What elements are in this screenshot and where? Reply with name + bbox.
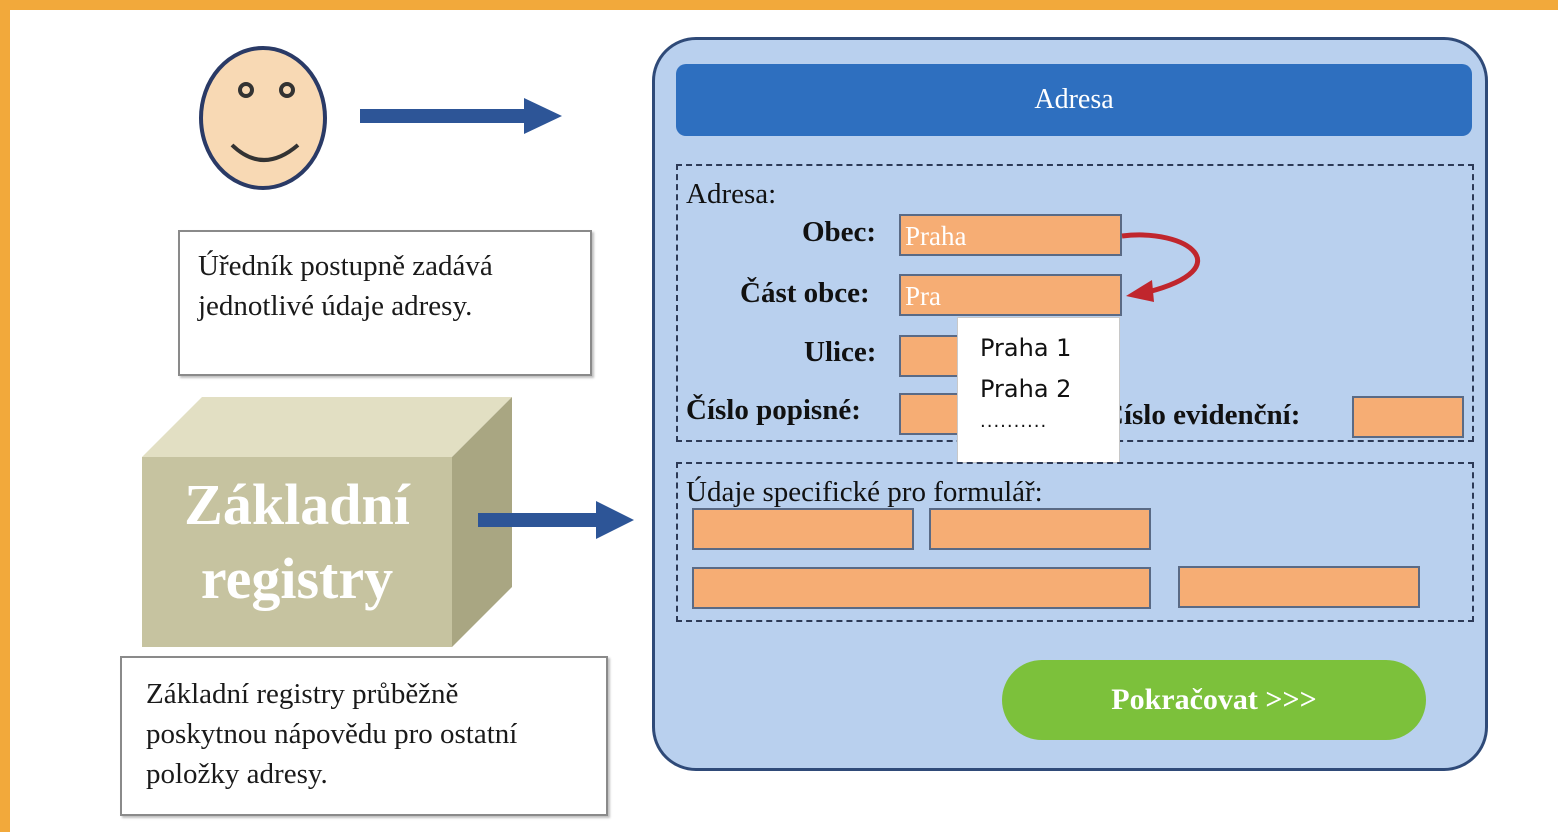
suggestion-item[interactable]: Praha 1 <box>980 334 1072 362</box>
continue-button[interactable]: Pokračovat >>> <box>1002 660 1426 740</box>
specific-field[interactable] <box>929 508 1151 550</box>
obec-field[interactable]: Praha <box>899 214 1122 256</box>
obec-label: Obec: <box>802 216 877 248</box>
right-arrow-icon <box>478 501 634 539</box>
ulice-field[interactable] <box>899 335 961 377</box>
specific-field[interactable] <box>1178 566 1420 608</box>
cislo-popisne-label: Číslo popisné: <box>686 394 861 426</box>
suggestion-item[interactable]: Praha 2 <box>980 375 1072 403</box>
specific-field[interactable] <box>692 508 914 550</box>
registry-note: Základní registry průběžně poskytnou náp… <box>120 656 608 816</box>
suggestion-dropdown: Praha 1 Praha 2 .......... <box>957 317 1120 463</box>
form-title: Adresa <box>676 64 1472 136</box>
cislo-evidencni-label: Číslo evidenční: <box>1103 399 1301 431</box>
cast-obce-label: Část obce: <box>740 277 870 309</box>
ulice-label: Ulice: <box>804 336 877 368</box>
curved-arrow-icon <box>1121 232 1201 302</box>
suggestion-more: .......... <box>980 411 1048 432</box>
specific-section-label: Údaje specifické pro formulář: <box>686 476 1043 508</box>
specific-section <box>676 462 1474 622</box>
cislo-popisne-field[interactable] <box>899 393 961 435</box>
smiley-face-icon <box>199 46 327 190</box>
address-section-label: Adresa: <box>686 178 777 210</box>
registry-cube-line1: Základní <box>184 472 410 537</box>
right-arrow-icon <box>360 98 562 134</box>
cast-obce-field[interactable]: Pra <box>899 274 1122 316</box>
official-note: Úředník postupně zadává jednotlivé údaje… <box>178 230 592 376</box>
registry-cube-line2: registry <box>200 546 394 611</box>
registry-cube-label: Základní registry <box>142 468 452 616</box>
specific-field[interactable] <box>692 567 1151 609</box>
cislo-evidencni-field[interactable] <box>1352 396 1464 438</box>
registry-cube <box>142 397 512 647</box>
